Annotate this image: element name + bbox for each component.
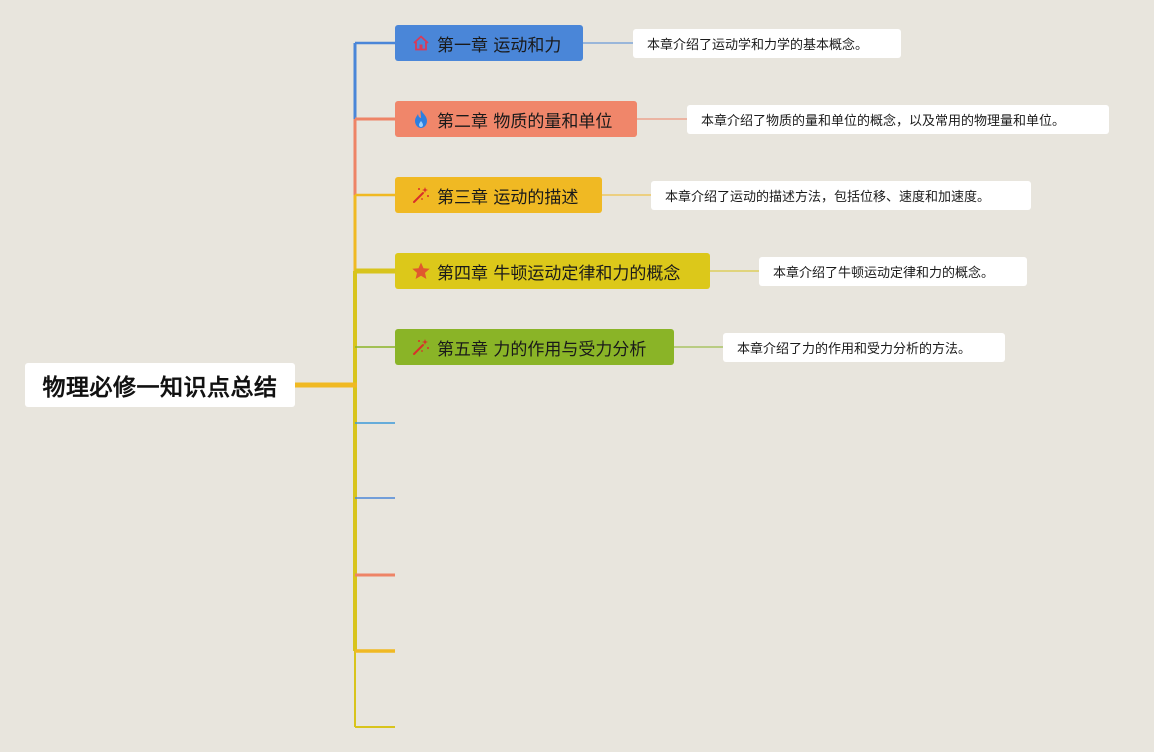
chapter-node-2[interactable]: 第二章 物质的量和单位 [395,101,637,137]
star-icon [411,261,431,281]
chapter-label: 第三章 运动的描述 [437,187,579,208]
chapter-node-3[interactable]: 第三章 运动的描述 [395,177,602,213]
chapter-node-4[interactable]: 第四章 牛顿运动定律和力的概念 [395,253,710,289]
chapter-node-1[interactable]: 第一章 运动和力 [395,25,583,61]
fire-icon [411,109,431,129]
description-text: 本章介绍了运动的描述方法，包括位移、速度和加速度。 [665,190,991,205]
chapter-description-4[interactable]: 本章介绍了牛顿运动定律和力的概念。 [759,257,1027,286]
description-text: 本章介绍了力的作用和受力分析的方法。 [737,342,972,357]
chapter-label: 第二章 物质的量和单位 [437,111,613,132]
sparkle-wand-icon [411,337,431,357]
chapter-label: 第一章 运动和力 [437,35,562,56]
chapter-description-5[interactable]: 本章介绍了力的作用和受力分析的方法。 [723,333,1005,362]
sparkle-wand-icon [411,185,431,205]
house-icon [411,33,431,53]
chapter-description-2[interactable]: 本章介绍了物质的量和单位的概念，以及常用的物理量和单位。 [687,105,1109,134]
root-topic[interactable]: 物理必修一知识点总结 [25,363,295,407]
chapter-description-1[interactable]: 本章介绍了运动学和力学的基本概念。 [633,29,901,58]
root-topic-label: 物理必修一知识点总结 [42,375,278,401]
chapter-node-5[interactable]: 第五章 力的作用与受力分析 [395,329,674,365]
description-text: 本章介绍了牛顿运动定律和力的概念。 [773,266,995,281]
description-text: 本章介绍了物质的量和单位的概念，以及常用的物理量和单位。 [701,114,1066,129]
chapter-label: 第四章 牛顿运动定律和力的概念 [437,263,681,284]
chapter-label: 第五章 力的作用与受力分析 [437,339,647,360]
chapter-description-3[interactable]: 本章介绍了运动的描述方法，包括位移、速度和加速度。 [651,181,1031,210]
description-text: 本章介绍了运动学和力学的基本概念。 [647,38,869,53]
